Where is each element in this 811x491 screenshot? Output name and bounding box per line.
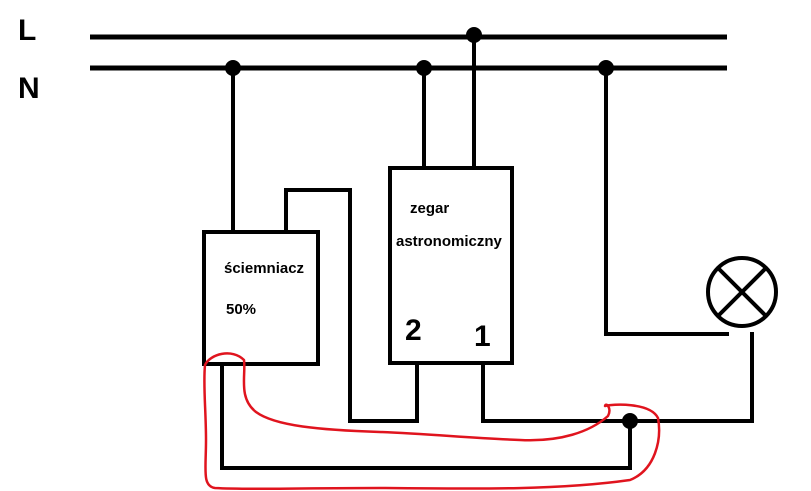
timer-terminal-1: 1 [474, 320, 491, 353]
junction-dot-n-lamp [598, 60, 614, 76]
junction-dot-l-timer [466, 27, 482, 43]
timer-name-line1: zegar [410, 200, 449, 217]
timer-name-line2: astronomiczny [396, 233, 503, 250]
dimmer-to-terminal-2-wire [284, 188, 419, 423]
lamp-icon [706, 256, 778, 328]
junction-dot-n-timer [416, 60, 432, 76]
dimmer-box [202, 230, 320, 366]
lamp-neutral-wire [604, 66, 729, 336]
junction-dot-output [622, 413, 638, 429]
terminal-1-to-lamp-wire [481, 332, 754, 423]
dimmer-name: ściemniacz [224, 260, 304, 277]
junction-dot-n-dimmer [225, 60, 241, 76]
timer-terminal-2: 2 [405, 314, 422, 347]
timer-box [388, 166, 514, 365]
line-l-label: L [18, 14, 36, 47]
line-n-label: N [18, 72, 40, 105]
dimmer-level: 50% [226, 301, 256, 318]
red-annotation-loop [203, 352, 661, 491]
dimmer-output-wire [220, 362, 632, 470]
